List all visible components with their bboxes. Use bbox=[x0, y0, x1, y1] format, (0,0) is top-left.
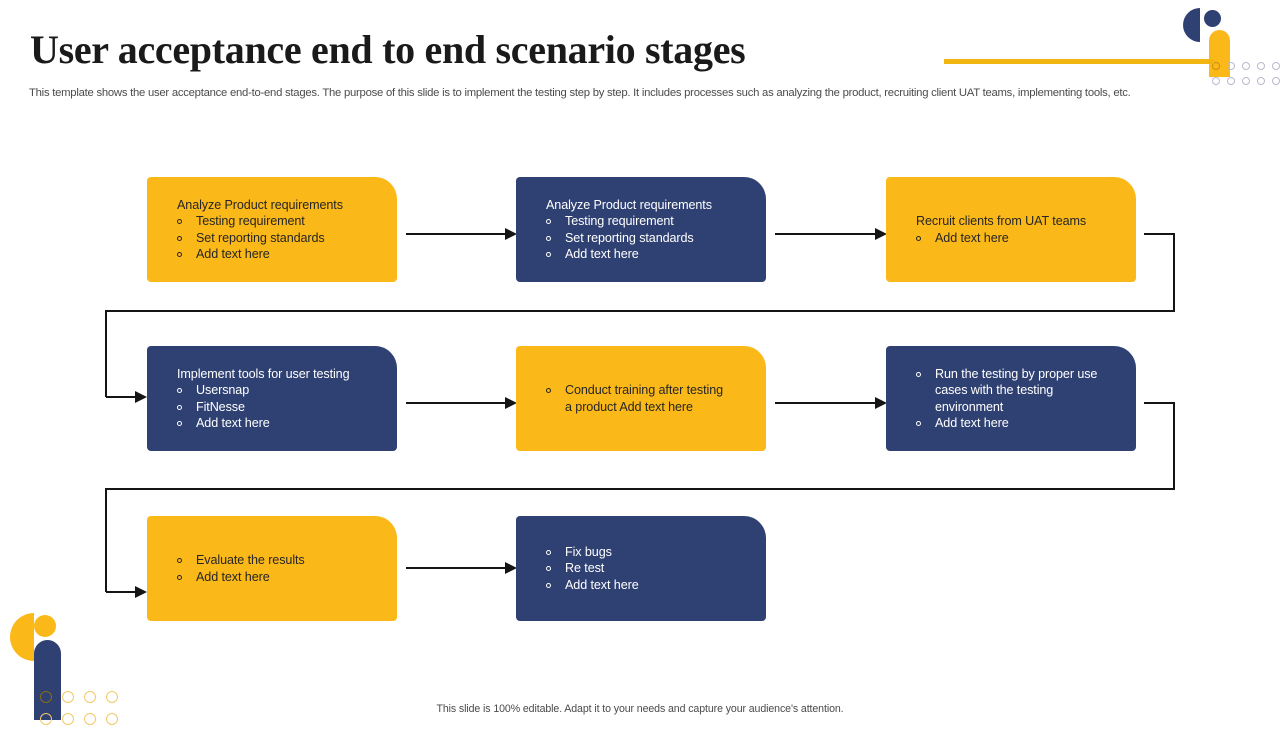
decoration-bottom-left-dot bbox=[34, 615, 56, 637]
page-title: User acceptance end to end scenario stag… bbox=[30, 27, 746, 72]
footer-note: This slide is 100% editable. Adapt it to… bbox=[436, 703, 844, 715]
title-underline-rule bbox=[944, 59, 1214, 64]
decoration-top-right-half-circle bbox=[1183, 8, 1200, 42]
decoration-top-right-dot bbox=[1204, 10, 1221, 27]
page-subtitle: This template shows the user acceptance … bbox=[29, 87, 1131, 99]
decoration-bottom-left-pill bbox=[34, 640, 61, 720]
